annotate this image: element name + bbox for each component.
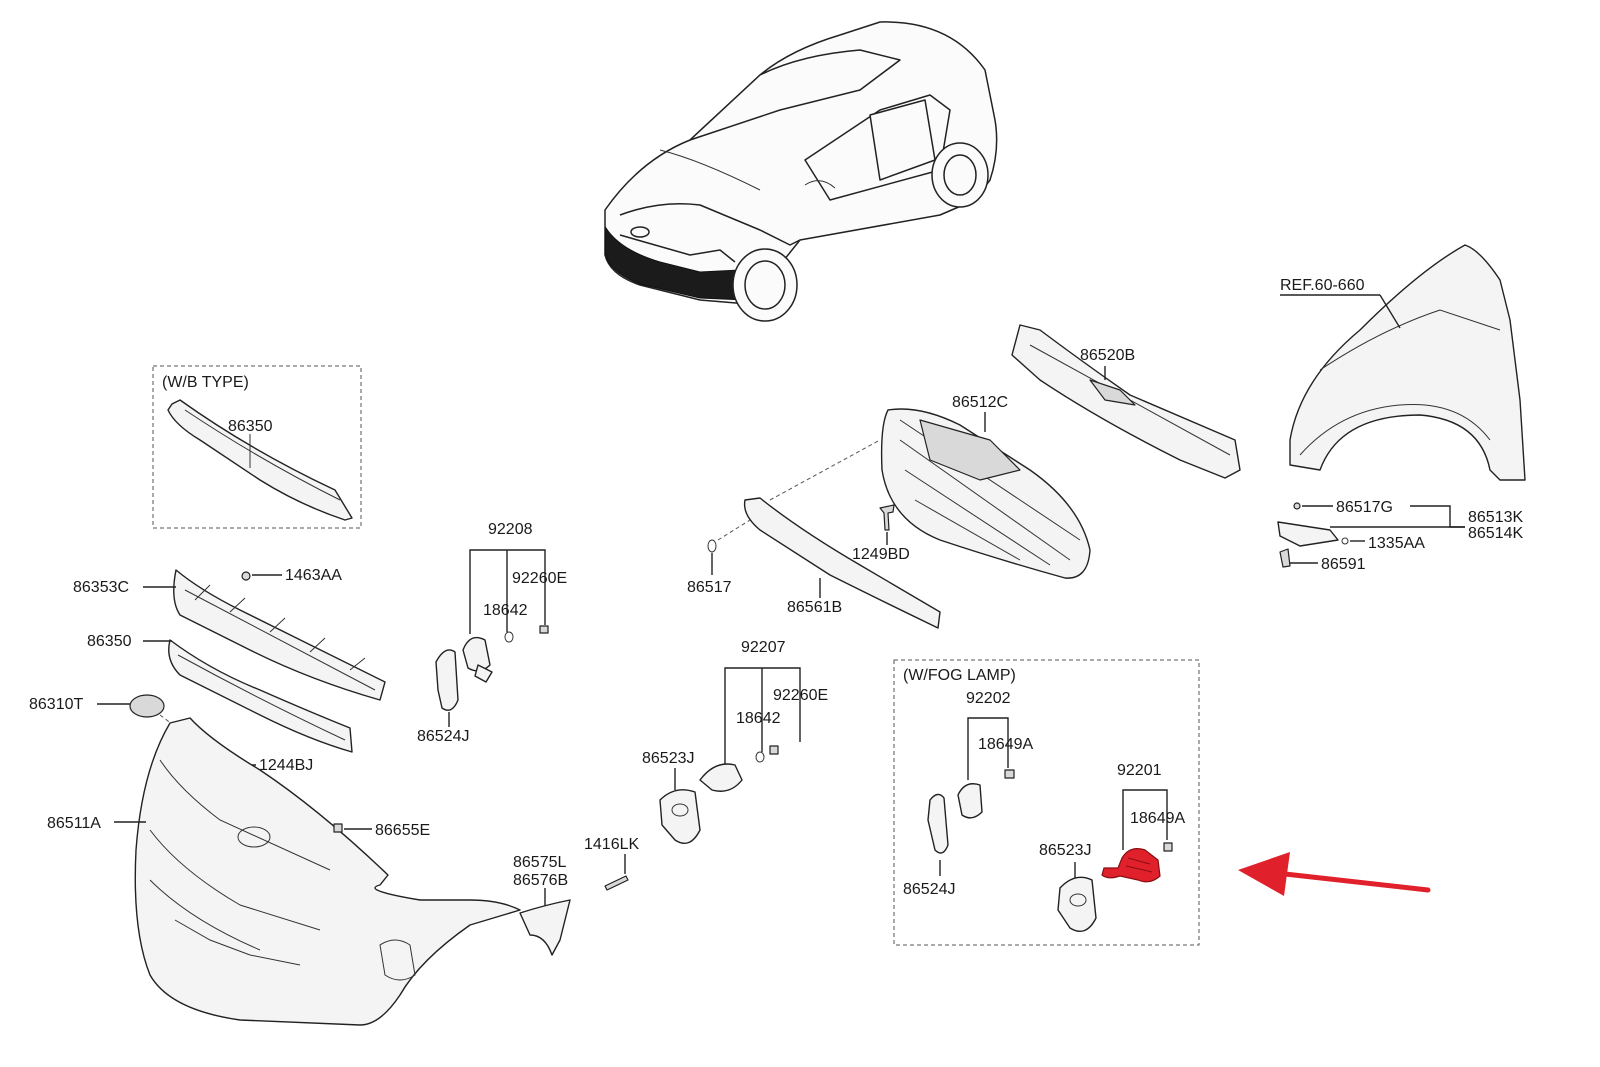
label-92202: 92202: [966, 690, 1011, 707]
label-86514K: 86514K: [1468, 525, 1523, 542]
label-86561B: 86561B: [787, 599, 842, 616]
label-86576B: 86576B: [513, 872, 568, 889]
part-86310T: 86310T: [29, 694, 201, 746]
label-1249BD: 1249BD: [852, 546, 910, 563]
label-86655E: 86655E: [375, 822, 430, 839]
label-86350-wb: 86350: [228, 418, 273, 435]
label-86523J-b: 86523J: [1039, 842, 1092, 859]
label-18649A-a: 18649A: [978, 736, 1033, 753]
label-86511A: 86511A: [47, 815, 101, 832]
part-86575L-86576B: 86575L 86576B: [513, 854, 571, 956]
label-18642-a: 18642: [483, 602, 528, 619]
label-86350: 86350: [87, 633, 132, 650]
label-86575L: 86575L: [513, 854, 566, 871]
label-1416LK: 1416LK: [584, 836, 639, 853]
label-86512C: 86512C: [952, 394, 1008, 411]
reference-label: REF.60-660: [1280, 277, 1365, 294]
part-86512C: 86512C: [880, 394, 1091, 579]
part-86561B: 86517 86561B: [687, 439, 941, 629]
fender-reference: REF.60-660: [1280, 244, 1526, 481]
label-92260E-a: 92260E: [512, 570, 567, 587]
label-86520B: 86520B: [1080, 347, 1135, 364]
label-86513K: 86513K: [1468, 509, 1523, 526]
part-1249BD: 1249BD: [852, 504, 910, 563]
label-86591: 86591: [1321, 556, 1366, 573]
part-86520B: 86520B: [1011, 324, 1241, 479]
label-1335AA: 1335AA: [1368, 535, 1425, 552]
label-92208: 92208: [488, 521, 533, 538]
part-1416LK: 1416LK: [584, 836, 639, 891]
part-86655E: 86655E: [333, 822, 430, 839]
wb-type-label: (W/B TYPE): [162, 374, 249, 391]
label-86353C: 86353C: [73, 579, 129, 596]
label-92207: 92207: [741, 639, 786, 656]
part-86513K-86514K: 86517G 86513K 86514K 1335AA 86591: [1277, 499, 1523, 573]
red-arrow-icon: [1238, 852, 1431, 896]
label-18642-b: 18642: [736, 710, 781, 727]
label-18649A-b: 18649A: [1130, 810, 1185, 827]
label-86523J-a: 86523J: [642, 750, 695, 767]
fog-lamp-group: (W/FOG LAMP) 92202 18649A 86524J 92201 1…: [893, 659, 1200, 946]
part-92208-group: 92208 92260E 18642 86524J: [417, 521, 567, 745]
label-86517G: 86517G: [1336, 499, 1393, 516]
car-illustration: [604, 21, 998, 322]
part-86350: 86350: [87, 633, 353, 753]
part-86511A: 86511A: [47, 717, 521, 1026]
fog-lamp-label: (W/FOG LAMP): [903, 667, 1016, 684]
part-86353C: 86353C 1463AA: [73, 567, 386, 701]
label-86310T: 86310T: [29, 696, 83, 713]
label-86517: 86517: [687, 579, 732, 596]
label-92260E-b: 92260E: [773, 687, 828, 704]
part-92207-group: 92207 92260E 18642 86523J: [642, 639, 828, 844]
wb-type-group: (W/B TYPE) 86350: [152, 365, 362, 529]
label-86524J-b: 86524J: [903, 881, 956, 898]
label-92201: 92201: [1117, 762, 1162, 779]
label-1244BJ: 1244BJ: [259, 757, 313, 774]
highlighted-fog-lamp-92201: [1101, 848, 1161, 883]
label-86524J-a: 86524J: [417, 728, 470, 745]
label-1463AA: 1463AA: [285, 567, 342, 584]
